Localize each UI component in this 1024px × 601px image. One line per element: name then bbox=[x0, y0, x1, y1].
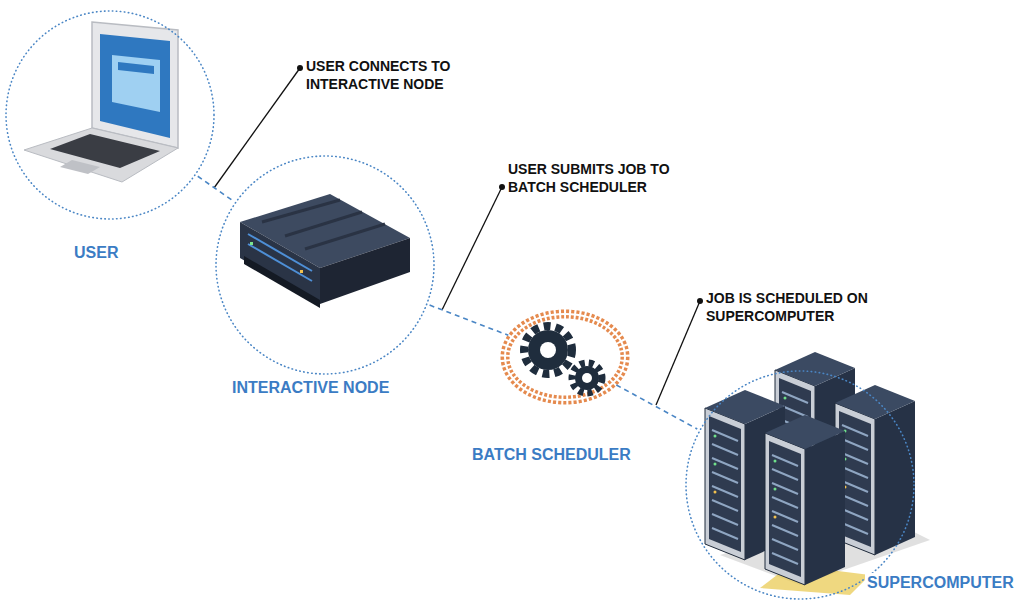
node-circle: USER bbox=[5, 10, 215, 220]
node-circle: SUPERCOMPUTER bbox=[685, 370, 915, 600]
callout-text: USER SUBMITS JOB TO BATCH SCHEDULER bbox=[508, 160, 698, 196]
dashed-connector bbox=[198, 176, 233, 201]
gears-icon bbox=[505, 314, 625, 400]
dashed-connector bbox=[430, 305, 509, 335]
dotted-circle bbox=[686, 371, 914, 599]
circle-outline bbox=[215, 155, 435, 375]
dotted-circle bbox=[6, 11, 214, 219]
circle-outline bbox=[5, 10, 215, 220]
node-icon: BATCH SCHEDULER bbox=[500, 310, 630, 405]
callout-text: JOB IS SCHEDULED ON SUPERCOMPUTER bbox=[706, 289, 896, 325]
leader-lines bbox=[214, 65, 703, 405]
server bbox=[240, 194, 410, 308]
node-label: BATCH SCHEDULER bbox=[470, 445, 633, 464]
dashed-connector bbox=[616, 385, 697, 429]
node-circle: INTERACTIVE NODE bbox=[215, 155, 435, 375]
callout-text: USER CONNECTS TO INTERACTIVE NODE bbox=[306, 57, 496, 93]
node-label: INTERACTIVE NODE bbox=[230, 378, 391, 397]
node-label: SUPERCOMPUTER bbox=[865, 573, 1016, 592]
laptop bbox=[24, 22, 178, 182]
circle-outline bbox=[685, 370, 915, 600]
dotted-circle bbox=[216, 156, 434, 374]
node-label: USER bbox=[72, 243, 120, 262]
